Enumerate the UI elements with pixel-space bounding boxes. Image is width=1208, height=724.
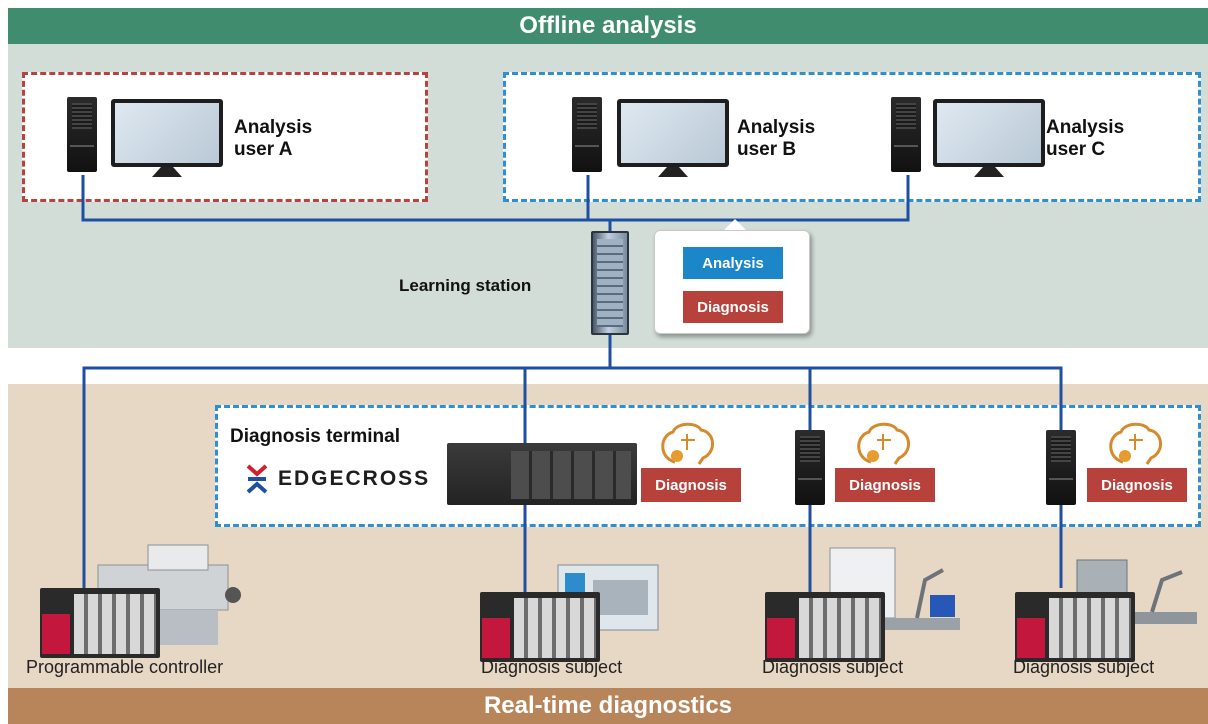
real-time-diagnostics-footer: Real-time diagnostics: [8, 688, 1208, 724]
diagnosis-tag: Diagnosis: [835, 468, 935, 502]
analysis-user-c-label: Analysis user C: [1046, 117, 1125, 160]
plc-icon: [40, 588, 160, 658]
analysis-tag: Analysis: [683, 247, 783, 279]
ai-brain-gear-icon: [851, 422, 915, 466]
plc-icon: [765, 592, 885, 662]
diagnosis-subject-caption: Diagnosis subject: [1013, 657, 1155, 677]
edgecross-logo-text: EDGECROSS: [278, 467, 431, 490]
analysis-user-b-label: Analysis user B: [737, 117, 816, 160]
pc-tower-icon: [795, 430, 825, 505]
edge-computer-icon: [447, 443, 637, 505]
ai-brain-gear-icon: [1103, 422, 1167, 466]
offline-analysis-header: Offline analysis: [8, 8, 1208, 44]
monitor-icon: [111, 99, 223, 177]
pc-tower-icon: [1046, 430, 1076, 505]
offline-network-line: [81, 175, 910, 222]
diagnosis-subject-caption: Diagnosis subject: [762, 657, 904, 677]
monitor-icon: [617, 99, 729, 177]
plc-icon: [1015, 592, 1135, 662]
ai-brain-gear-icon: [655, 422, 719, 466]
diagnosis-tag: Diagnosis: [1087, 468, 1187, 502]
plc-icon: [480, 592, 600, 662]
diagnosis-terminal-box: [215, 405, 1201, 527]
learning-station-label: Learning station: [399, 276, 532, 295]
pc-tower-icon: [572, 97, 602, 172]
analysis-user-a-box: [22, 72, 428, 202]
analysis-user-a-label: Analysis user A: [234, 117, 313, 160]
pc-tower-icon: [891, 97, 921, 172]
callout-pointer: [723, 219, 747, 231]
edgecross-logo: EDGECROSS: [246, 462, 430, 496]
server-rack-icon: [591, 231, 629, 335]
monitor-icon: [933, 99, 1045, 177]
diagnosis-terminal-title: Diagnosis terminal: [230, 426, 400, 447]
learning-station-callout: Analysis Diagnosis: [654, 230, 810, 334]
pc-tower-icon: [67, 97, 97, 172]
programmable-controller-caption: Programmable controller: [26, 657, 224, 677]
edgecross-logo-icon: [246, 464, 268, 494]
diagnosis-tag: Diagnosis: [641, 468, 741, 502]
diagnosis-tag: Diagnosis: [683, 291, 783, 323]
diagnosis-subject-caption: Diagnosis subject: [481, 657, 623, 677]
